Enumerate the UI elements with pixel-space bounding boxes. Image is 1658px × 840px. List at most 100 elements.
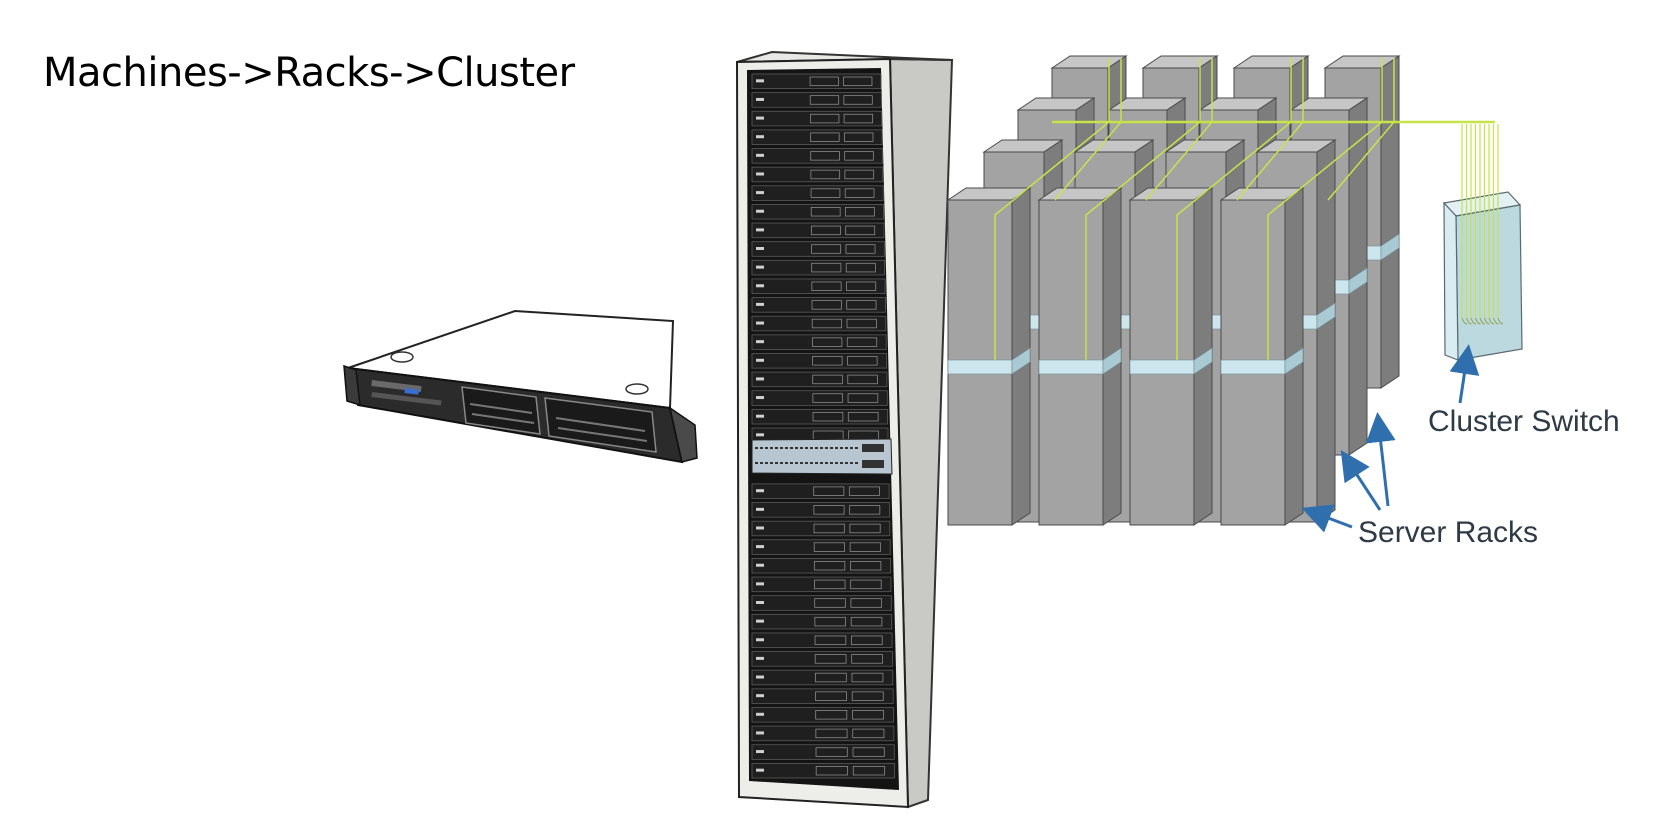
- rack-unit-bay: [851, 691, 884, 701]
- rack-unit: [751, 185, 884, 201]
- rack-unit-bay: [847, 374, 878, 385]
- rack-unit-bay: [852, 710, 885, 720]
- rack-side: [1316, 139, 1336, 523]
- rack-unit-led: [756, 694, 764, 698]
- rack-tower-illustration: [735, 50, 954, 809]
- rack-unit-bay: [850, 579, 882, 590]
- rack-unit: [751, 576, 892, 593]
- rack-unit-bay: [810, 169, 841, 180]
- rack-unit-bay: [814, 654, 847, 664]
- rack-unit: [751, 222, 885, 239]
- rack-unit-led: [756, 433, 764, 437]
- switch-cable-end: [1493, 317, 1499, 325]
- network-cables: [994, 58, 1495, 360]
- server-racks-label: Server Racks: [1358, 516, 1538, 549]
- switch-cable-end: [1475, 317, 1481, 325]
- rack-unit-bay: [844, 188, 875, 198]
- rack-cable: [1085, 58, 1201, 360]
- rack-unit-bay: [846, 318, 877, 329]
- rack-unit-bay: [814, 672, 847, 683]
- rack-band-side: [1193, 347, 1213, 375]
- rack-unit-bay: [811, 244, 842, 254]
- rack-unit-bay: [846, 337, 878, 347]
- rack-band-side: [1011, 347, 1031, 375]
- rack-unit: [751, 483, 890, 499]
- rack-band-side: [1380, 233, 1400, 261]
- rack-unit: [751, 92, 882, 108]
- rack-unit-bay: [849, 561, 882, 571]
- rack-unit-bay: [810, 207, 841, 217]
- rack-band-side: [1284, 347, 1304, 375]
- rack-unit-bay: [810, 225, 841, 236]
- rack-unit: [751, 669, 894, 686]
- rack-unit-bay: [812, 411, 844, 422]
- switch-cable-end: [1484, 317, 1490, 325]
- rack-unit: [751, 166, 884, 183]
- rack-unit: [751, 744, 895, 760]
- rack-unit-bay: [846, 300, 877, 310]
- rack-unit: [751, 632, 893, 648]
- rack-unit-bay: [847, 356, 878, 366]
- rack-unit-led: [756, 619, 764, 623]
- rack-unit-bay: [815, 710, 848, 720]
- rack-unit-bay: [811, 337, 843, 347]
- rack-unit-bay: [852, 728, 885, 739]
- cluster-illustration: Cluster Switch Server Racks: [946, 55, 1620, 549]
- server-racks-arrow-3: [1365, 412, 1396, 507]
- rack-unit-bay: [813, 542, 846, 552]
- rack-side: [1380, 55, 1400, 389]
- rack-unit-led: [756, 582, 764, 586]
- switch-cable-end: [1461, 317, 1468, 325]
- rack-unit: [751, 278, 886, 294]
- rack-unit: [751, 148, 883, 164]
- rack-unit-led: [756, 340, 764, 344]
- rack-unit-led: [756, 712, 764, 716]
- rack-unit: [751, 613, 893, 630]
- server-machine-illustration: [343, 309, 698, 464]
- rack-band-side: [1102, 347, 1122, 375]
- rack-unit: [751, 297, 886, 313]
- rack-unit-bay: [809, 113, 840, 124]
- rack-unit: [751, 558, 891, 574]
- rack-unit-bay: [812, 356, 843, 366]
- rack-unit: [751, 539, 891, 555]
- rack-unit-led: [756, 209, 764, 213]
- rack-unit-led: [756, 116, 764, 120]
- cluster-switch-label: Cluster Switch: [1428, 405, 1620, 438]
- rack-unit-bay: [851, 672, 884, 683]
- rack-unit-bay: [847, 393, 879, 403]
- rack-unit-bay: [845, 244, 876, 254]
- rack-unit-bay: [849, 505, 881, 515]
- rack-unit: [751, 502, 890, 518]
- rack-unit: [751, 241, 885, 257]
- rack-unit-bay: [852, 765, 886, 776]
- rack-unit-led: [756, 675, 764, 679]
- rack-unit-bay: [843, 132, 874, 142]
- rack-unit: [751, 595, 892, 611]
- rack-unit: [751, 353, 887, 369]
- rack-unit-led: [756, 247, 764, 250]
- rack-cable: [1054, 58, 1122, 201]
- rack-band: [1220, 359, 1286, 375]
- rack-unit-bay: [849, 542, 881, 552]
- rack-unit-led: [756, 526, 764, 530]
- rack-unit-led: [756, 601, 764, 604]
- rack-unit-bay: [843, 113, 874, 124]
- rack-unit-bay: [813, 505, 845, 515]
- rack-unit: [751, 315, 887, 332]
- rack-unit-bay: [844, 169, 875, 180]
- rack-unit-led: [756, 79, 764, 83]
- rack-unit-bay: [812, 374, 843, 385]
- rack-band-side: [1348, 267, 1368, 295]
- rack-band: [947, 359, 1013, 375]
- rack-unit-led: [756, 563, 764, 567]
- rack-unit-bay: [843, 76, 873, 87]
- rack-unit-bay: [847, 411, 879, 422]
- rack-unit-led: [756, 507, 764, 511]
- rack-unit-bay: [852, 747, 885, 757]
- rack-unit-bay: [809, 95, 840, 105]
- rack-unit: [751, 129, 883, 145]
- rack-unit: [751, 334, 887, 350]
- rack-unit-bay: [811, 281, 842, 291]
